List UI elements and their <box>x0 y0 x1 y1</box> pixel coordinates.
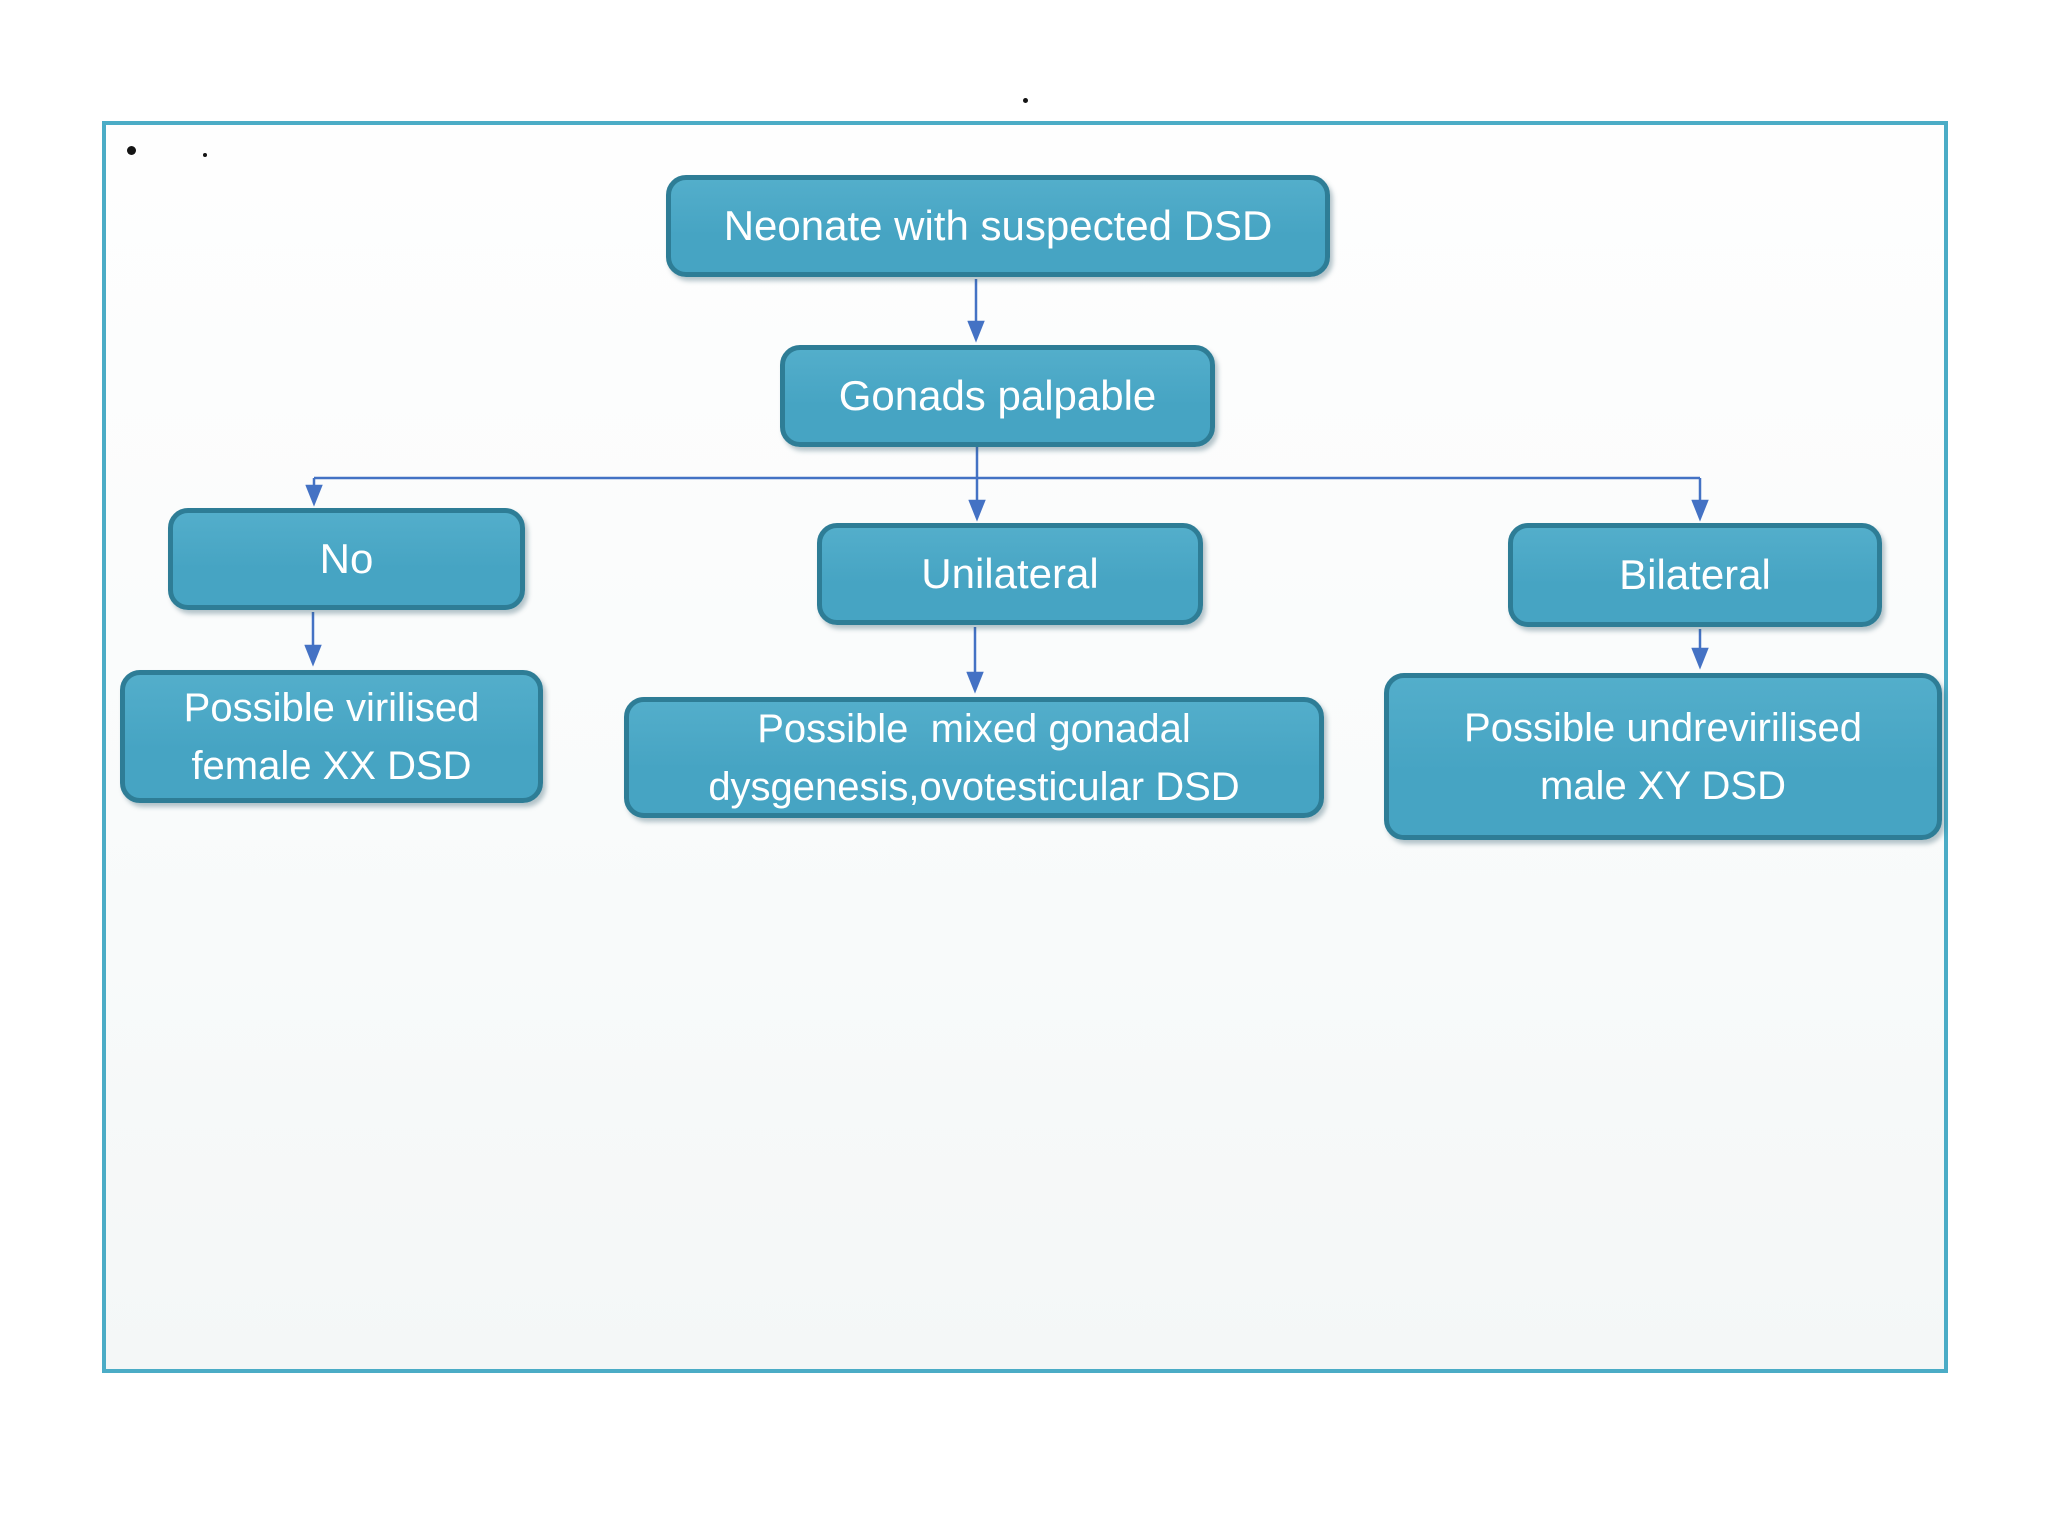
stray-dot <box>203 153 207 157</box>
node-label: Possible mixed gonadal dysgenesis,ovotes… <box>708 706 1240 809</box>
node-no: No <box>168 508 525 610</box>
stray-dot <box>1023 98 1028 103</box>
node-gonads-palpable: Gonads palpable <box>780 345 1215 447</box>
node-neonate-suspected-dsd: Neonate with suspected DSD <box>666 175 1330 277</box>
node-possible-virilised-female-xx-dsd: Possible virilised female XX DSD <box>120 670 543 803</box>
node-label: Possible virilised female XX DSD <box>183 685 480 788</box>
node-bilateral: Bilateral <box>1508 523 1882 627</box>
node-label: Gonads palpable <box>838 371 1157 419</box>
stray-dot <box>127 146 136 155</box>
node-possible-mixed-gonadal-dysgenesis-ovotesticular-dsd: Possible mixed gonadal dysgenesis,ovotes… <box>624 697 1324 818</box>
node-label: Unilateral <box>921 549 1099 597</box>
node-label: Possible undrevirilised male XY DSD <box>1464 705 1862 808</box>
node-label: Bilateral <box>1619 550 1771 598</box>
node-unilateral: Unilateral <box>817 523 1203 625</box>
node-label: Neonate with suspected DSD <box>723 201 1273 249</box>
node-possible-undrevirilised-male-xy-dsd: Possible undrevirilised male XY DSD <box>1384 673 1942 840</box>
node-label: No <box>319 534 374 582</box>
